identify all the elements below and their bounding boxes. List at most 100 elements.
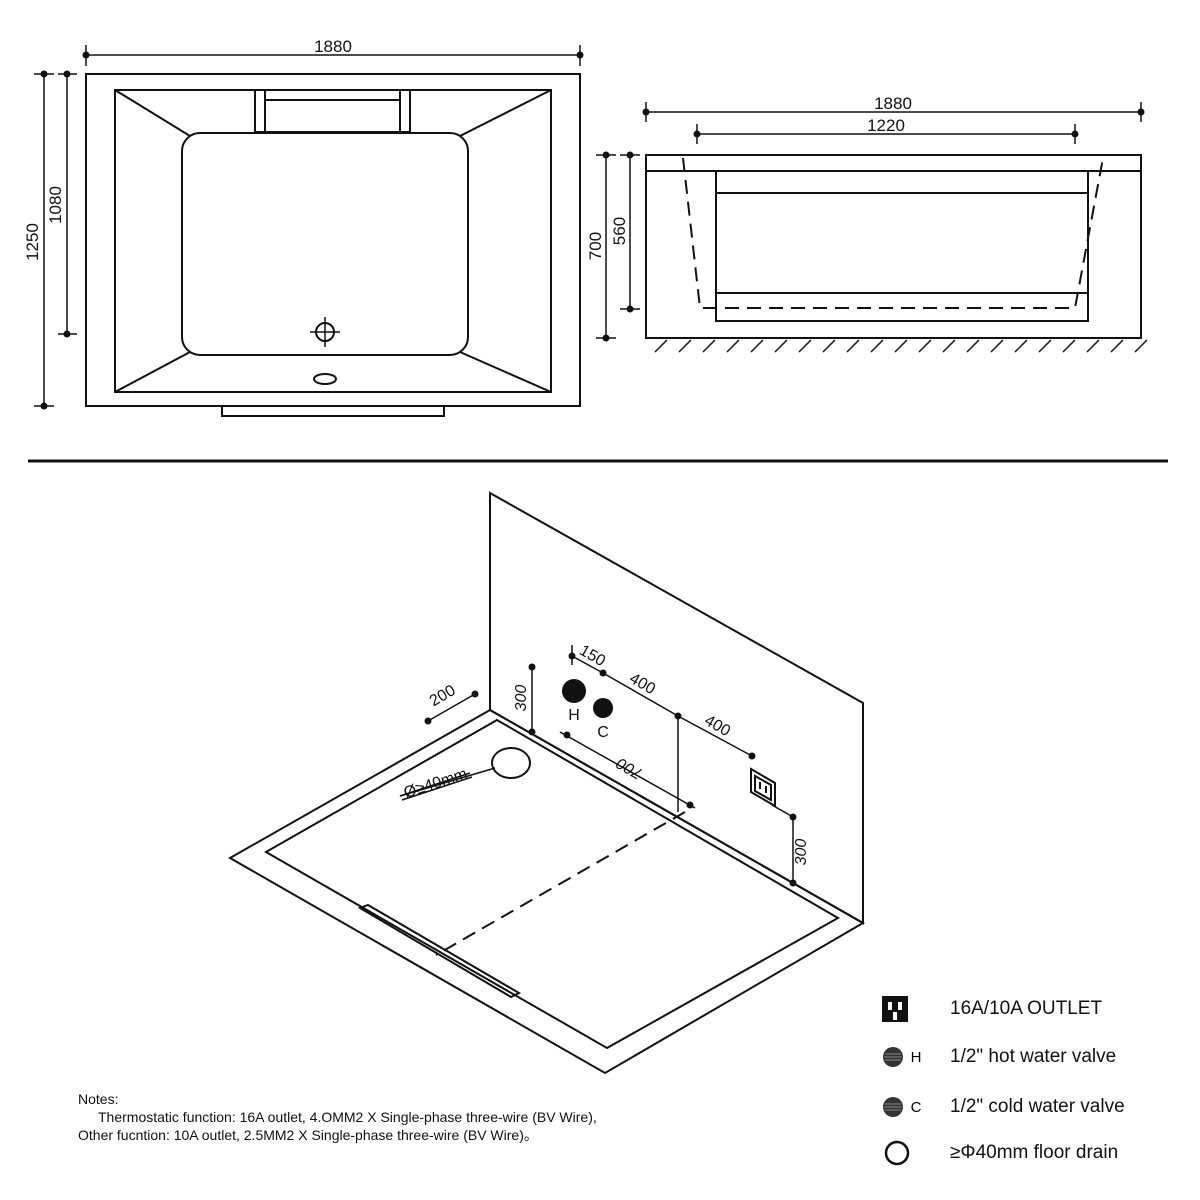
hatch-mark — [678, 339, 692, 353]
side-body-outline — [645, 154, 1142, 339]
hatch-mark — [1038, 339, 1052, 353]
notes-line-2: Other fucntion: 10A outlet, 2.5MM2 X Sin… — [78, 1127, 538, 1143]
cold-valve-marker: C — [597, 724, 609, 741]
hatch-mark — [1086, 339, 1100, 353]
bevel-line — [459, 89, 552, 137]
legend-text-outlet: 16A/10A OUTLET — [950, 998, 1103, 1019]
side-inner-width-label: 1220 — [867, 116, 905, 135]
dim-300-left-label: 300 — [513, 685, 530, 712]
legend-item-hot-valve: H 1/2" hot water valve — [880, 1042, 1116, 1072]
dim-end-dot — [686, 801, 694, 809]
hatch-mark — [942, 339, 956, 353]
legend-text-floor-drain: ≥Φ40mm floor drain — [950, 1142, 1119, 1163]
hatch-mark — [702, 339, 716, 353]
hatch-mark — [798, 339, 812, 353]
hatch-mark — [1014, 339, 1028, 353]
dim-400a-line — [602, 672, 679, 717]
floor-drain-icon — [884, 1140, 910, 1166]
notes-heading: Notes: — [78, 1091, 119, 1107]
legend-hot-marker: H — [911, 1049, 922, 1066]
top-view: 1880 1250 1080 — [23, 37, 584, 417]
hot-valve-icon: H — [883, 1047, 922, 1067]
hatch-mark — [894, 339, 908, 353]
headrest-left — [254, 89, 266, 133]
dim-end-dot — [63, 70, 71, 78]
tub-inner-rim — [114, 89, 552, 393]
dim-end-dot — [602, 334, 610, 342]
cold-valve-icon: C — [883, 1097, 922, 1117]
dim-end-dot — [1137, 108, 1145, 116]
dim-150-label: 150 — [576, 642, 608, 670]
legend-item-floor-drain: ≥Φ40mm floor drain — [880, 1138, 1118, 1168]
hatch-mark — [774, 339, 788, 353]
ground-hatch — [654, 339, 1148, 353]
side-panel-outer — [715, 170, 1089, 322]
outlet-icon — [882, 996, 908, 1022]
hatch-mark — [750, 339, 764, 353]
hatch-mark — [654, 339, 668, 353]
dim-end-dot — [626, 151, 634, 159]
hidden-basin-profile — [682, 157, 1104, 309]
tub-outer-rim — [85, 73, 581, 407]
dim-end-dot — [528, 663, 536, 671]
floor-drain-icon — [491, 747, 531, 779]
bevel-line — [459, 351, 552, 393]
dim-end-dot — [40, 70, 48, 78]
floor-inner — [263, 718, 841, 1050]
legend-text-cold-valve: 1/2" cold water valve — [950, 1096, 1125, 1117]
side-view: 1880 1220 700 560 — [586, 94, 1148, 353]
dim-end-dot — [602, 151, 610, 159]
hatch-mark — [1134, 339, 1148, 353]
dim-300-right-label: 300 — [793, 839, 810, 866]
dim-end-dot — [63, 330, 71, 338]
dim-end-dot — [563, 731, 571, 739]
drain-leader — [399, 772, 471, 797]
tub-apron — [221, 405, 445, 417]
dim-end-dot — [693, 130, 701, 138]
side-height-inner-label: 560 — [610, 217, 629, 245]
floor-center-line — [435, 811, 686, 956]
legend-text-hot-valve: 1/2" hot water valve — [950, 1046, 1117, 1067]
dim-end-dot — [1071, 130, 1079, 138]
hatch-mark — [870, 339, 884, 353]
bevel-line — [114, 351, 191, 393]
legend-cold-marker: C — [911, 1099, 922, 1116]
hatch-mark — [846, 339, 860, 353]
dim-400a-label: 400 — [626, 670, 658, 698]
dim-end-dot — [789, 879, 797, 887]
drain-label-underline — [401, 776, 473, 801]
dim-end-dot — [40, 402, 48, 410]
legend-item-cold-valve: C 1/2" cold water valve — [880, 1092, 1125, 1122]
hatch-mark — [990, 339, 1004, 353]
dim-end-dot — [471, 690, 479, 698]
dim-end-dot — [576, 51, 584, 59]
bevel-line — [114, 89, 191, 137]
hot-valve-marker: H — [568, 707, 580, 724]
installation-view: 200 300 150 400 400 700 300 — [227, 491, 866, 1075]
hatch-mark — [918, 339, 932, 353]
headrest-right — [399, 89, 411, 133]
notes: Notes: Thermostatic function: 16A outlet… — [78, 1090, 597, 1144]
dim-end-dot — [528, 728, 536, 736]
side-height-outer-label: 700 — [586, 232, 605, 260]
cold-valve-icon — [593, 698, 613, 718]
overflow-icon — [313, 373, 337, 385]
dim-end-dot — [748, 752, 756, 760]
dim-end-dot — [626, 305, 634, 313]
legend-item-outlet: 16A/10A OUTLET — [880, 994, 1102, 1024]
dim-700-line — [559, 731, 696, 809]
dim-end-dot — [424, 717, 432, 725]
hatch-mark — [726, 339, 740, 353]
top-depth-outer-label: 1250 — [23, 223, 42, 261]
dim-400b-line — [677, 715, 753, 757]
dim-end-dot — [642, 108, 650, 116]
top-depth-inner-label: 1080 — [46, 186, 65, 224]
hatch-mark — [1110, 339, 1124, 353]
side-width-label: 1880 — [874, 94, 912, 113]
outlet-icon — [750, 767, 776, 808]
hot-valve-icon — [562, 679, 586, 703]
top-width-label: 1880 — [314, 37, 352, 56]
headrest-frame — [254, 89, 411, 133]
hatch-mark — [966, 339, 980, 353]
